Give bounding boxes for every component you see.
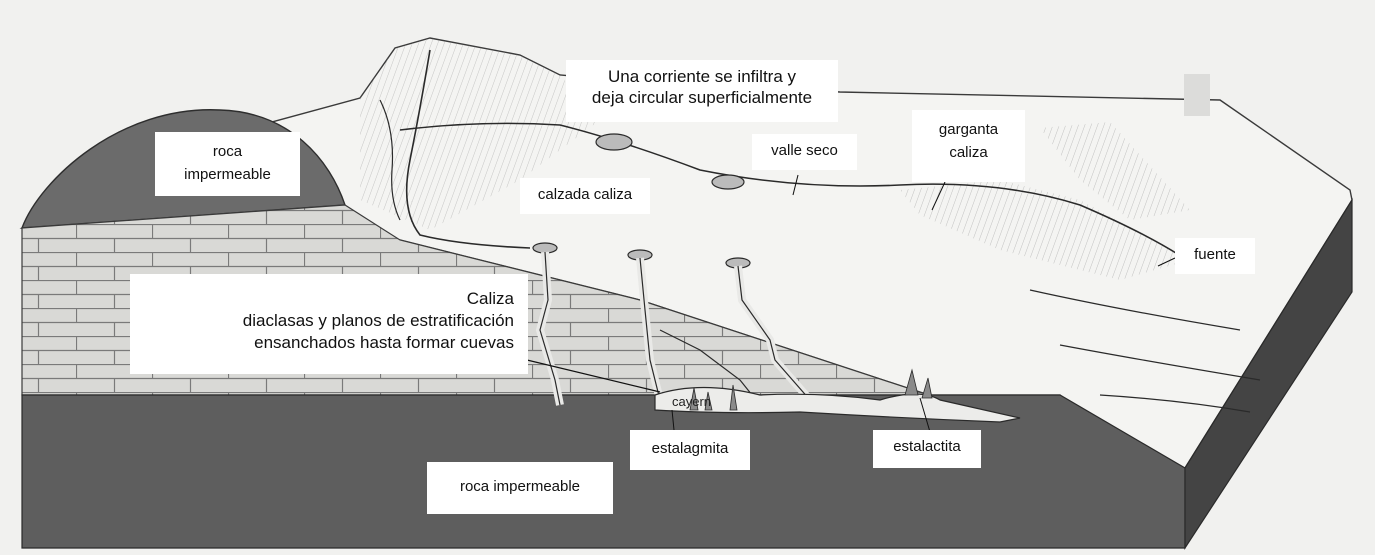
corriente-line-2: deja circular superficialmente	[591, 88, 813, 108]
caliza-label: Caliza diaclasas y planos de estratifica…	[130, 274, 528, 374]
fuente-label: fuente	[1175, 238, 1255, 274]
sinkhole	[711, 174, 745, 190]
calzada-label: calzada caliza	[520, 178, 650, 214]
garganta-line-2: caliza	[949, 144, 988, 162]
gorge-shading	[900, 180, 1190, 280]
mountain-shading	[360, 38, 600, 230]
corriente-line-1: Una corriente se infiltra y	[607, 67, 797, 86]
stalagmites	[689, 384, 738, 411]
fuente-leader-line	[1157, 257, 1176, 267]
roca-top-line-2: impermeable	[184, 166, 271, 184]
scan-mark	[1184, 74, 1210, 116]
stalactites	[904, 368, 933, 399]
caliza-line-2: diaclasas y planos de estratificación	[242, 310, 514, 330]
estalagmita-label: estalagmita	[630, 430, 750, 470]
spring-stream-1	[1029, 289, 1241, 331]
caliza-line-3: ensanchados hasta formar cuevas	[254, 332, 514, 352]
roca-top-label: roca impermeable	[155, 132, 300, 196]
valle-seco-label: valle seco	[752, 134, 857, 170]
fuente-text: fuente	[1194, 246, 1236, 263]
roca-bottom-text: roca impermeable	[459, 478, 581, 495]
shaft-outline	[737, 265, 811, 401]
garganta-label: garganta caliza	[912, 110, 1025, 182]
surface-stream	[399, 122, 1191, 263]
valle-seco-leader-line	[792, 174, 799, 196]
garganta-leader-line	[931, 181, 946, 211]
estalagmita-text: estalagmita	[651, 440, 729, 457]
sinkhole	[532, 242, 558, 254]
estalactita-leader-line	[919, 397, 931, 433]
cayern-label: cayern	[672, 394, 712, 409]
caliza-leader-line	[526, 359, 661, 393]
estalagmita-leader-line	[671, 409, 675, 431]
valle-seco-text: valle seco	[771, 142, 838, 159]
mountain-creek	[405, 49, 531, 249]
shaft-outline	[639, 257, 661, 401]
estalactita-text: estalactita	[893, 438, 961, 455]
shaft-outline	[539, 251, 561, 406]
block-side	[1184, 197, 1353, 551]
roca-bottom-label: roca impermeable	[427, 462, 613, 514]
caliza-line-1: Caliza	[466, 289, 514, 308]
garganta-line-1: garganta	[938, 121, 999, 138]
corriente-label: Una corriente se infiltra y deja circula…	[566, 60, 838, 122]
estalactita-label: estalactita	[873, 430, 981, 468]
spring-stream-2	[1059, 344, 1261, 381]
spring-stream-3	[1099, 394, 1251, 413]
mountain-ridge	[379, 99, 401, 221]
gorge-wall-shading	[1040, 122, 1190, 220]
roca-top-line-1: roca	[212, 143, 243, 160]
calzada-text: calzada caliza	[537, 186, 633, 203]
sinkhole	[595, 133, 633, 151]
